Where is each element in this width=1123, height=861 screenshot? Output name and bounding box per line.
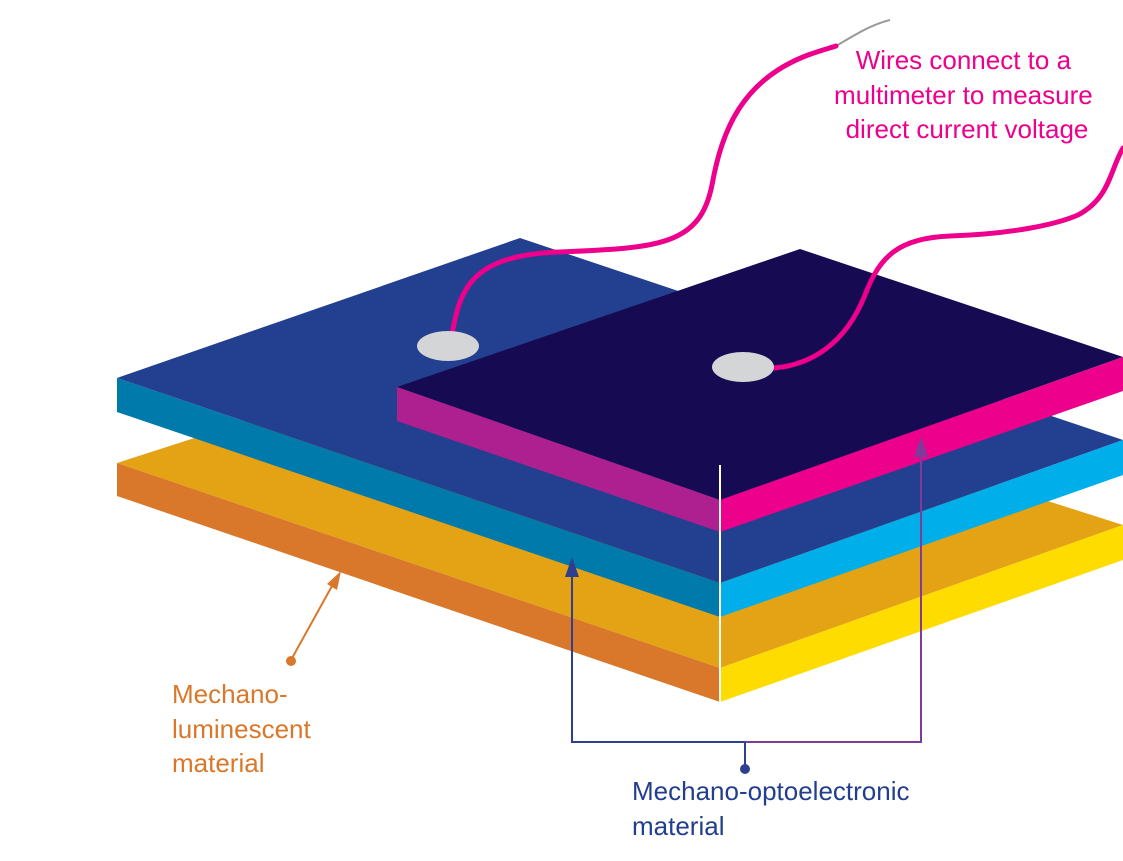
wire-left — [449, 43, 839, 337]
wire-tail — [835, 19, 891, 47]
optoelectronic-line-2: material — [632, 811, 724, 841]
optoelectronic-line-1: Mechano-optoelectronic — [632, 776, 910, 806]
luminescent-line-3: material — [172, 748, 264, 778]
wires-note-label: Wires connect to a multimeter to measure… — [834, 45, 1100, 144]
contact-pad-right — [712, 352, 774, 382]
middle-layer-front — [117, 378, 720, 617]
wires-note-line-1: Wires connect to a — [856, 45, 1072, 75]
top-layer-front — [397, 387, 720, 532]
luminescent-arrow — [286, 571, 341, 666]
bracket-left-branch — [571, 572, 746, 768]
optoelectronic-label: Mechano-optoelectronic material — [632, 776, 917, 841]
luminescent-arrow-line — [290, 585, 333, 661]
bracket-right-arrowhead — [914, 437, 928, 457]
luminescent-line-2: luminescent — [172, 714, 312, 744]
bracket-dot — [740, 764, 750, 774]
wires-note-line-3: direct current voltage — [846, 114, 1089, 144]
luminescent-arrow-dot — [286, 656, 296, 666]
optoelectronic-bracket — [565, 437, 928, 774]
bracket-left-arrowhead — [565, 557, 579, 577]
luminescent-arrow-head — [327, 571, 341, 590]
wire-right — [771, 145, 1123, 371]
luminescent-line-1: Mechano- — [172, 679, 288, 709]
wires-note-line-2: multimeter to measure — [834, 80, 1093, 110]
luminescent-layer-front — [117, 463, 720, 702]
bracket-right-branch — [745, 452, 922, 743]
contact-pad-left — [417, 331, 479, 361]
luminescent-label: Mechano- luminescent material — [172, 679, 318, 778]
